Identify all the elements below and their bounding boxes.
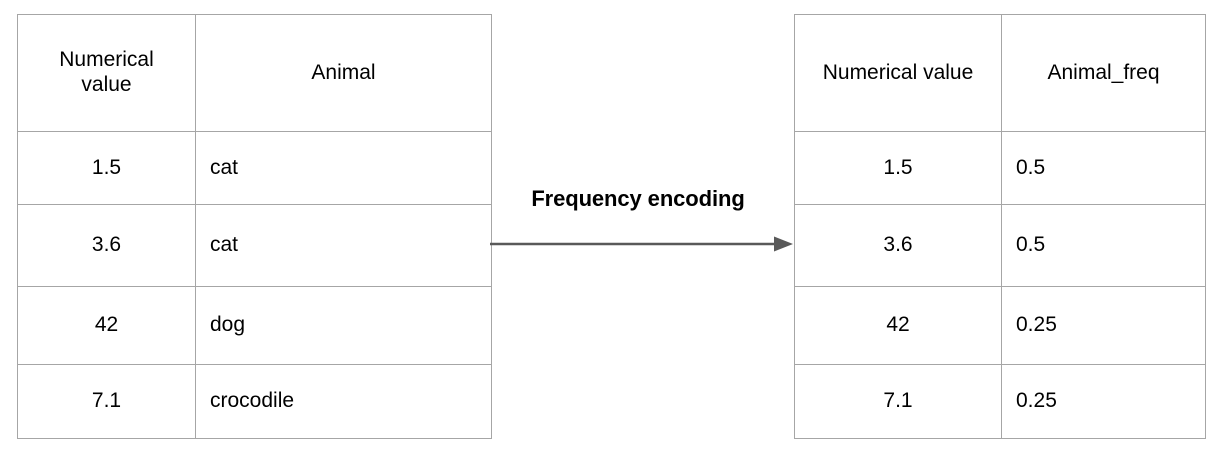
encoded-cell-value: 42 [794, 286, 1002, 365]
source-cell-animal: cat [195, 204, 492, 287]
table-header-row: Numerical value Animal_freq [794, 14, 1206, 132]
transform-annotation: Frequency encoding [488, 186, 798, 266]
table-row: 3.6 cat [17, 204, 492, 287]
source-cell-animal: dog [195, 286, 492, 365]
encoded-cell-freq: 0.5 [1001, 131, 1206, 205]
source-header-numerical-value: Numerical value [17, 14, 196, 132]
encoded-cell-freq: 0.25 [1001, 286, 1206, 365]
table-row: 42 0.25 [794, 286, 1206, 365]
encoded-header-numerical-value: Numerical value [794, 14, 1002, 132]
transform-label: Frequency encoding [531, 186, 745, 211]
encoded-cell-value: 7.1 [794, 364, 1002, 439]
table-row: 7.1 0.25 [794, 364, 1206, 439]
table-row: 42 dog [17, 286, 492, 365]
table-row: 3.6 0.5 [794, 204, 1206, 287]
encoded-cell-value: 3.6 [794, 204, 1002, 287]
arrow-right-icon [490, 236, 793, 252]
table-row: 1.5 0.5 [794, 131, 1206, 205]
table-header-row: Numerical value Animal [17, 14, 492, 132]
table-row: 1.5 cat [17, 131, 492, 205]
source-table: Numerical value Animal 1.5 cat 3.6 cat 4… [17, 14, 492, 439]
encoded-header-animal-freq: Animal_freq [1001, 14, 1206, 132]
source-cell-animal: cat [195, 131, 492, 205]
encoded-table: Numerical value Animal_freq 1.5 0.5 3.6 … [794, 14, 1206, 439]
source-cell-value: 3.6 [17, 204, 196, 287]
source-cell-value: 1.5 [17, 131, 196, 205]
source-cell-value: 42 [17, 286, 196, 365]
source-cell-animal: crocodile [195, 364, 492, 439]
table-row: 7.1 crocodile [17, 364, 492, 439]
source-cell-value: 7.1 [17, 364, 196, 439]
encoded-cell-value: 1.5 [794, 131, 1002, 205]
encoded-cell-freq: 0.5 [1001, 204, 1206, 287]
encoded-cell-freq: 0.25 [1001, 364, 1206, 439]
source-header-animal: Animal [195, 14, 492, 132]
